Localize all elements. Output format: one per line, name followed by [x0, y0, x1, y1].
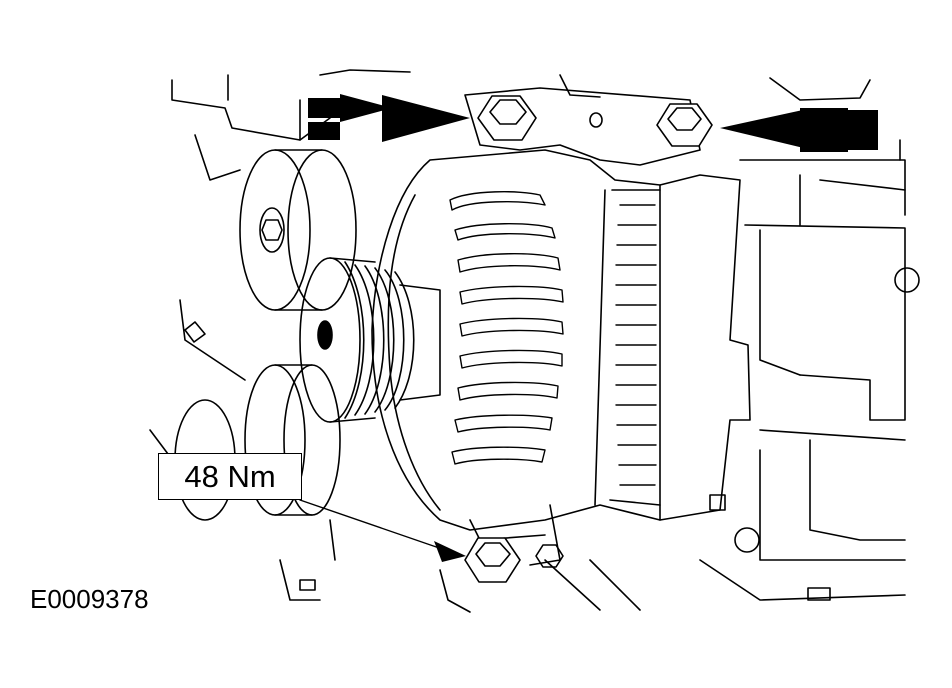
arrow-bottom	[299, 499, 466, 562]
engine-background-lines	[149, 69, 920, 613]
torque-value: 48 Nm	[184, 458, 276, 494]
alternator-pulley	[299, 257, 441, 423]
idler-pulleys	[174, 149, 357, 521]
mounting-bolt-top-right	[656, 103, 713, 147]
arrow-top-left	[308, 94, 470, 142]
torque-callout: 48 Nm	[158, 453, 302, 500]
alternator-cooling-slots	[449, 191, 657, 486]
mounting-bracket	[464, 87, 701, 566]
alternator-body	[371, 149, 751, 541]
figure-reference-code: E0009378	[30, 584, 149, 614]
arrow-top-right	[720, 108, 878, 152]
mounting-bolt-top-left	[477, 95, 537, 141]
mounting-bolt-bottom	[464, 494, 760, 583]
